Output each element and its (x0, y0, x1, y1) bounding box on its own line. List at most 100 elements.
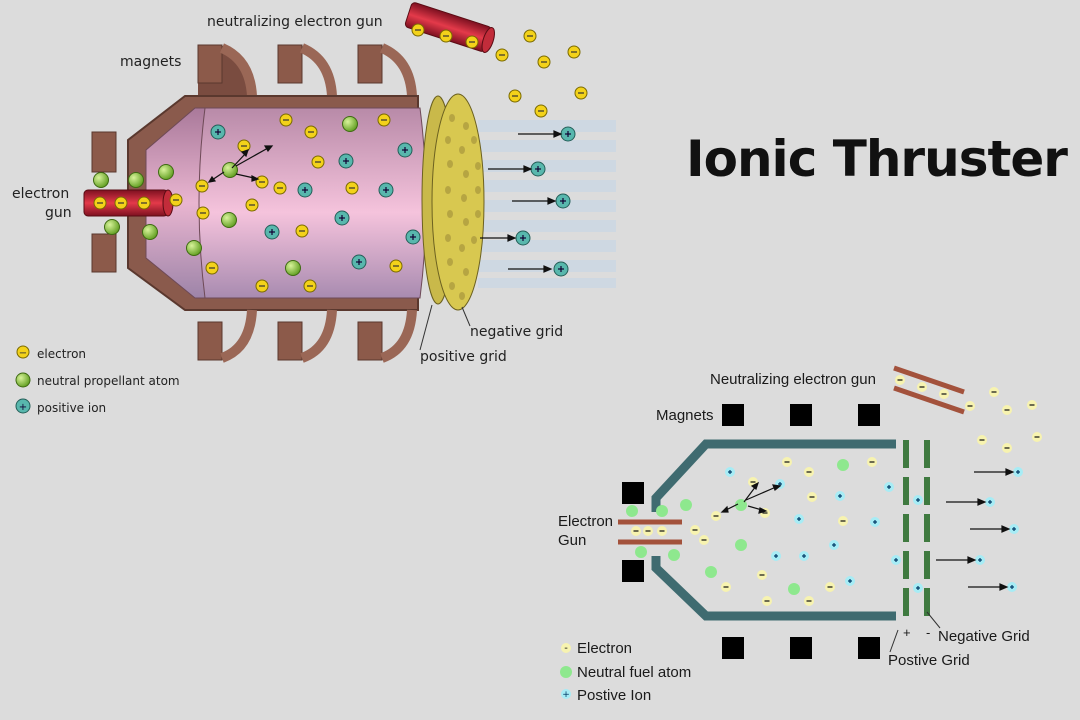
schematic-legend: - Electron Neutral fuel atom + Postive I… (560, 640, 691, 704)
electron-particle (567, 45, 581, 59)
svg-text:Postive Ion: Postive Ion (577, 687, 651, 704)
schematic-legend-ion: + Postive Ion (561, 687, 651, 704)
figure-title: Ionic Thruster (686, 130, 1068, 188)
ion-particle (913, 495, 923, 505)
ion-particle (913, 583, 923, 593)
electron-particle (838, 516, 848, 526)
electron-particle (295, 224, 309, 238)
schematic-neutralizing-gun (893, 365, 965, 415)
electron-particle (411, 23, 425, 37)
neutral-particle (342, 116, 358, 132)
electron-particle (93, 196, 107, 210)
ion-particle (378, 182, 394, 198)
schematic-minus-sign: - (926, 625, 930, 640)
neutral-particle (705, 566, 717, 578)
neutral-particle (680, 499, 692, 511)
negative-grid-label: negative grid (470, 324, 563, 340)
svg-text:−: − (19, 348, 27, 359)
ion-particle (835, 491, 845, 501)
svg-text:+: + (562, 690, 570, 700)
schematic-positive-grid-label: Postive Grid (888, 652, 970, 669)
electron-particle (255, 175, 269, 189)
electron-particle (304, 125, 318, 139)
electron-particle (762, 596, 772, 606)
ion-particle (884, 482, 894, 492)
neutral-particle (635, 546, 647, 558)
electron-particle (825, 582, 835, 592)
electron-particle (439, 29, 453, 43)
electron-particle (807, 492, 817, 502)
legend-ion: + positive ion (15, 398, 106, 415)
electron-particle (631, 526, 641, 536)
schematic-arrows (720, 468, 1015, 591)
bottom-magnets (197, 309, 417, 363)
svg-text:neutral propellant atom: neutral propellant atom (37, 374, 180, 388)
schematic-plus-sign: + (903, 625, 911, 640)
neutral-particle (221, 212, 237, 228)
electron-gun-label-line2: gun (45, 205, 72, 221)
ion-particle (975, 555, 985, 565)
schematic-negative-grid-label: Negative Grid (938, 628, 1030, 645)
electron-particle (690, 525, 700, 535)
neutral-particle (128, 172, 144, 188)
top-diagram: neutralizing electron gun magnets electr… (12, 2, 616, 415)
neutral-particle (788, 583, 800, 595)
schematic-neutralizing-gun-label: Neutralizing electron gun (710, 371, 876, 388)
neutral-particle (668, 549, 680, 561)
electron-particle (804, 467, 814, 477)
top-particles (93, 23, 588, 293)
ion-particle (1009, 524, 1019, 534)
svg-text:+: + (19, 402, 27, 413)
electron-gun-label-line1: electron (12, 186, 69, 202)
neutral-particle (626, 505, 638, 517)
neutral-particle (837, 459, 849, 471)
ion-particle (771, 551, 781, 561)
legend-electron: − electron (16, 345, 86, 361)
ion-particle (297, 182, 313, 198)
svg-text:electron: electron (37, 347, 86, 361)
neutral-particle (656, 505, 668, 517)
neutral-particle (186, 240, 202, 256)
electron-particle (273, 181, 287, 195)
ion-particle (210, 124, 226, 140)
electron-particle (977, 435, 987, 445)
electron-particle (721, 582, 731, 592)
electron-particle (1002, 443, 1012, 453)
positive-grid-label: positive grid (420, 349, 507, 365)
schematic-electron-gun (618, 519, 682, 545)
ion-particle (334, 210, 350, 226)
electron-particle (523, 29, 537, 43)
schematic-legend-neutral: Neutral fuel atom (560, 664, 691, 681)
ion-particle (829, 540, 839, 550)
neutral-particle (158, 164, 174, 180)
ion-particle (553, 261, 569, 277)
electron-particle (804, 596, 814, 606)
electron-particle (699, 535, 709, 545)
electron-particle (643, 526, 653, 536)
electron-particle (196, 206, 210, 220)
ion-particle (560, 126, 576, 142)
ion-particle (985, 497, 995, 507)
ion-particle (264, 224, 280, 240)
electron-particle (169, 193, 183, 207)
electron-particle (205, 261, 219, 275)
ion-particle (845, 576, 855, 586)
electron-particle (345, 181, 359, 195)
electron-particle (757, 570, 767, 580)
ion-particle (1007, 582, 1017, 592)
ion-particle (338, 153, 354, 169)
electron-particle (939, 389, 949, 399)
negative-grid (431, 93, 485, 311)
electron-particle (508, 89, 522, 103)
ion-particle (530, 161, 546, 177)
ion-particle (799, 551, 809, 561)
ion-particle (794, 514, 804, 524)
bottom-particles (626, 375, 1042, 606)
electron-particle (534, 104, 548, 118)
ion-particle (891, 555, 901, 565)
magnets-label: magnets (120, 54, 181, 70)
electron-particle (245, 198, 259, 212)
svg-text:Electron: Electron (577, 640, 632, 657)
electron-particle (1002, 405, 1012, 415)
